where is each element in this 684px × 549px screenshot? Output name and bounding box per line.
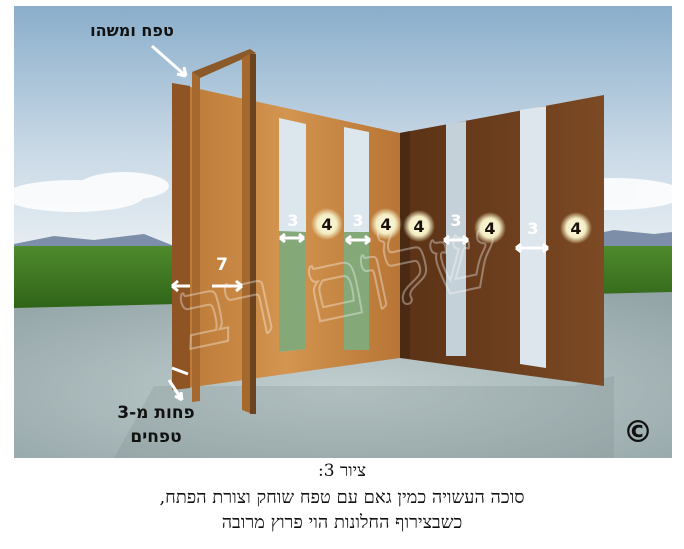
post-value: 4	[570, 219, 581, 238]
post-value: 4	[413, 217, 424, 236]
gap-marker: 3	[443, 211, 469, 246]
door-width-value: 7	[216, 255, 228, 275]
label-less-than-3-line1: פחות מ-3	[117, 403, 194, 423]
post-value: 4	[484, 219, 495, 238]
label-less-than-3-line2: טפחים	[130, 427, 181, 447]
post-value: 4	[380, 215, 391, 234]
gap-value: 3	[352, 211, 363, 230]
post-value: 4	[321, 215, 332, 234]
right-wall	[400, 95, 604, 386]
caption-title: ציור 3:	[317, 461, 367, 481]
gap-marker: 3	[345, 211, 371, 246]
copyright-icon: ©	[623, 415, 653, 450]
post-markers: 4 4 4 4 4	[311, 208, 592, 244]
gap-value: 3	[287, 211, 298, 230]
caption-line-1: סוכה העשויה כמין גאם עם טפח שוחק וצורת ה…	[159, 487, 525, 508]
door-width-marker: 7	[171, 255, 243, 293]
label-top-pointer	[151, 44, 188, 78]
gap-value: 3	[527, 219, 538, 238]
door-frame	[192, 49, 256, 414]
caption: ציור 3: סוכה העשויה כמין גאם עם טפח שוחק…	[0, 460, 684, 535]
gap-marker: 3	[515, 219, 549, 254]
mountains	[14, 234, 174, 248]
label-bottom-pointer	[167, 366, 189, 402]
illustration: שלום רב 3 3 3 3 4 4 4 4 4	[14, 6, 672, 458]
caption-line-2: כשבצירוף החלונות הוי פרוץ מרובה	[221, 512, 463, 533]
gap-markers: 3 3 3 3	[279, 211, 549, 254]
sukkah-illustration: שלום רב 3 3 3 3 4 4 4 4 4	[14, 6, 672, 458]
gap-value: 3	[450, 211, 461, 230]
gap-marker: 3	[279, 211, 305, 244]
label-handbreadth-and-more: טפח ומשהו	[90, 21, 174, 40]
